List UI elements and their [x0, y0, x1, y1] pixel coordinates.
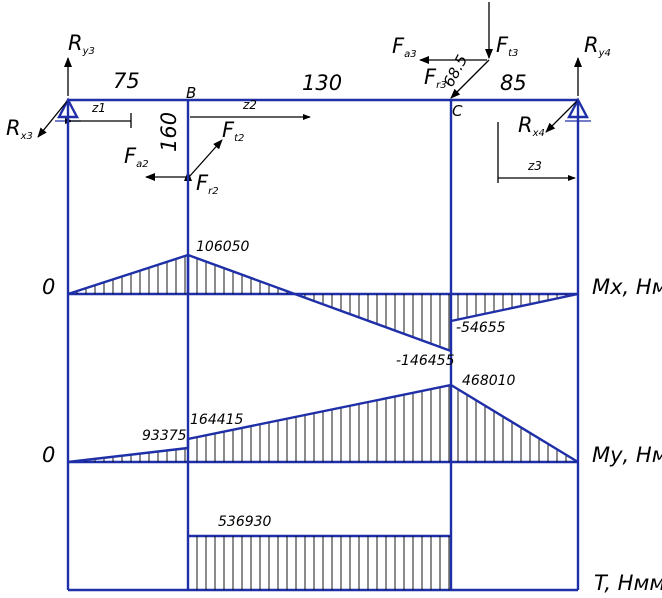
- my-axis-label: Mу, Нмм: [592, 443, 662, 467]
- mx-value-c-left: -146455: [396, 353, 455, 369]
- force-ry4-label: Ry4: [584, 33, 611, 59]
- force-fr3-label: Fr3: [424, 65, 447, 91]
- mx-zero-label: 0: [42, 275, 55, 299]
- my-hatching: [76, 385, 576, 462]
- force-ft3-label: Ft3: [496, 33, 518, 59]
- my-value-b-left: 93375: [142, 428, 187, 444]
- my-diagram: 0 93375 164415 468010 Mу, Нмм: [42, 373, 662, 467]
- force-rx4-arrow: [545, 99, 579, 133]
- projection-lines: [66, 100, 580, 590]
- my-zero-label: 0: [42, 443, 55, 467]
- my-curve: [67, 383, 579, 464]
- my-value-c: 468010: [462, 373, 516, 389]
- mx-curve-left: [67, 253, 452, 353]
- force-fr2-label: Fr2: [196, 171, 219, 197]
- z3-label: z3: [527, 159, 542, 173]
- dimension-68-5: 68.5: [440, 52, 472, 90]
- force-rx3-arrow: [37, 99, 69, 138]
- dimension-160: 160: [157, 112, 181, 152]
- dimension-75: 75: [113, 69, 140, 93]
- force-fa2-label: Fa2: [124, 144, 149, 170]
- t-diagram: 536930 T, Нмм: [68, 514, 662, 595]
- force-ry3-label: Ry3: [68, 31, 95, 57]
- t-axis-label: T, Нмм: [594, 571, 662, 595]
- t-hatching: [196, 536, 450, 590]
- force-fr3-arrow: [450, 59, 490, 99]
- force-rx4-label: Rx4: [518, 113, 545, 139]
- force-ft2-label: Ft2: [222, 118, 244, 144]
- my-value-b-right: 164415: [190, 412, 244, 428]
- z2-label: z2: [242, 98, 257, 112]
- mx-diagram: 0 106050 -146455 -54655 Mx, Нмм: [42, 239, 662, 369]
- dimension-130: 130: [302, 71, 342, 95]
- mx-hatching: [76, 255, 576, 351]
- point-b-label: B: [186, 84, 196, 102]
- mx-axis-label: Mx, Нмм: [592, 275, 662, 299]
- mx-value-b: 106050: [196, 239, 250, 255]
- force-rx3-label: Rx3: [6, 116, 33, 142]
- shaft-scheme: Ry3 Rx3 75 z1 B 160 z2 130 Ft2 Fa2 Fr2 F…: [6, 2, 611, 200]
- mx-curve-right: [450, 292, 579, 323]
- z1-label: z1: [91, 101, 106, 115]
- force-ft2-arrow: [188, 139, 223, 178]
- t-value: 536930: [218, 514, 272, 530]
- dimension-85: 85: [500, 71, 527, 95]
- mx-value-c-right: -54655: [456, 320, 506, 336]
- point-c-label: C: [452, 102, 463, 120]
- force-fa3-label: Fa3: [392, 34, 417, 60]
